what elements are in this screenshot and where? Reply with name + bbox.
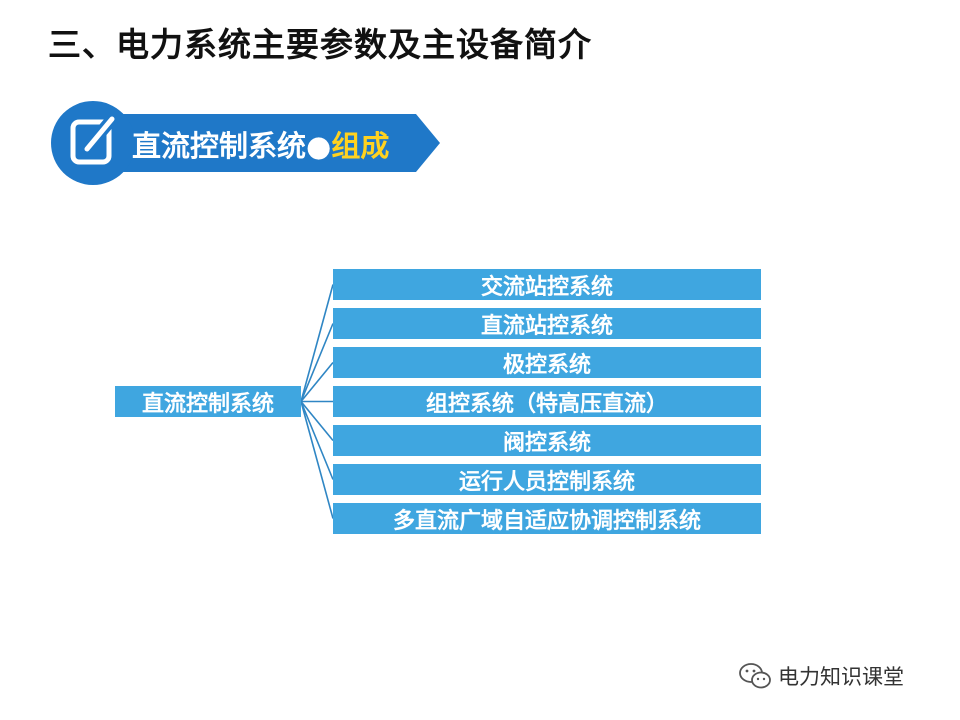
section-label: 直流控制系统●组成 — [132, 123, 389, 165]
tree-connector-line — [300, 361, 334, 403]
watermark: 电力知识课堂 — [738, 662, 904, 690]
tree-branch-node: 组控系统（特高压直流） — [333, 386, 761, 417]
tree-branch-node: 多直流广域自适应协调控制系统 — [333, 503, 761, 534]
tree-root-node: 直流控制系统 — [115, 386, 301, 417]
page-title: 三、电力系统主要参数及主设备简介 — [48, 25, 592, 64]
tree-branch-node: 运行人员控制系统 — [333, 464, 761, 495]
tree-connector-line — [300, 400, 334, 442]
tree-connector-line — [300, 323, 334, 402]
tree-connector-line — [300, 401, 334, 519]
section-label-accent: 组成 — [331, 129, 390, 163]
watermark-text: 电力知识课堂 — [778, 665, 904, 689]
tree-branch-node: 交流站控系统 — [333, 269, 761, 300]
wechat-icon — [739, 663, 771, 689]
tree-connector-line — [300, 401, 334, 480]
section-label-main: 直流控制系统● — [132, 129, 332, 163]
tree-connector-line — [300, 284, 334, 402]
tree-branch-node: 极控系统 — [333, 347, 761, 378]
tree-branch-node: 阀控系统 — [333, 425, 761, 456]
tree-branch-node: 直流站控系统 — [333, 308, 761, 339]
edit-note-icon — [70, 115, 117, 165]
